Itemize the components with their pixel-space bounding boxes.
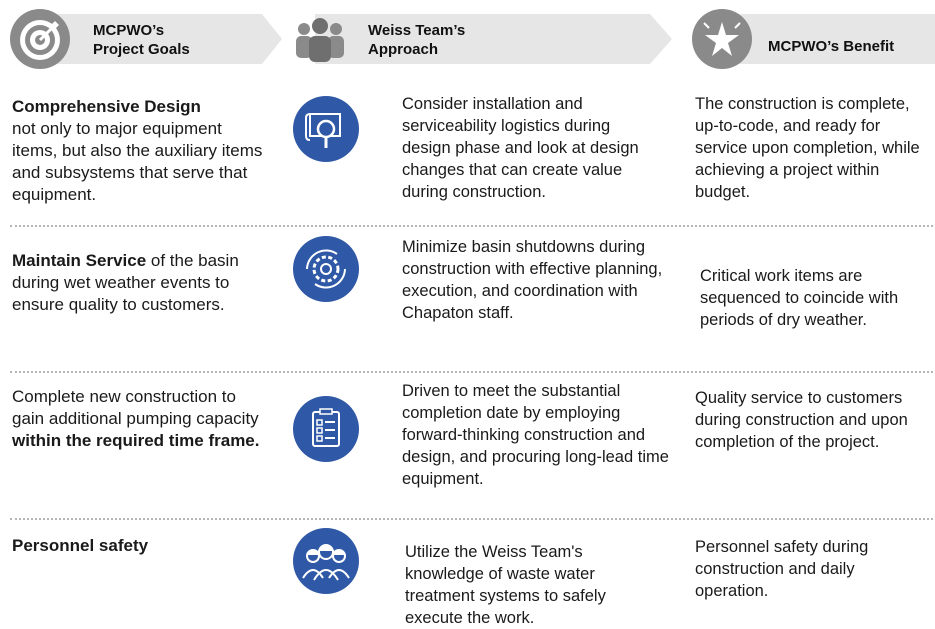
- approach-2: Minimize basin shutdowns during construc…: [402, 238, 663, 322]
- header-arrow-goals: [30, 14, 282, 64]
- goal-2: Maintain Service of the basin during wet…: [12, 250, 267, 316]
- goal-1-bold: Comprehensive Design: [12, 97, 201, 116]
- target-icon: [10, 9, 70, 69]
- header-arrow-approach: [315, 14, 672, 64]
- approach-3: Driven to meet the substantial completio…: [402, 382, 669, 488]
- benefit-4: Personnel safety during construction and…: [695, 538, 869, 600]
- goal-2-bold: Maintain Service: [12, 251, 147, 270]
- goal-4-bold: Personnel safety: [12, 536, 149, 555]
- header-title-approach: Weiss Team’s Approach: [368, 22, 466, 58]
- goal-1: Comprehensive Design not only to major e…: [12, 96, 267, 206]
- benefit-1: The construction is complete, up-to-code…: [695, 95, 920, 201]
- goal-3-bold: within the required time frame.: [12, 431, 260, 450]
- header-band: [30, 14, 935, 64]
- row-divider-1: [10, 225, 933, 227]
- gear-cycle-icon: [293, 236, 359, 302]
- star-icon: [692, 9, 752, 69]
- row-divider-2: [10, 371, 933, 373]
- checklist-icon: [293, 396, 359, 462]
- goal-3-text: Complete new construction to gain additi…: [12, 387, 259, 428]
- goal-4: Personnel safety: [12, 535, 267, 557]
- workers-icon: [293, 528, 359, 594]
- benefit-2: Critical work items are sequenced to coi…: [700, 267, 899, 329]
- goal-1-text: not only to major equipment items, but a…: [12, 119, 263, 204]
- header-title-goals: MCPWO’s Project Goals: [93, 22, 190, 58]
- header-band-benefit: [725, 14, 935, 64]
- header-title-benefit: MCPWO’s Benefit: [768, 38, 895, 55]
- goal-2-text: of the basin during wet weather events t…: [12, 251, 239, 314]
- approach-1: Consider installation and serviceability…: [402, 95, 639, 201]
- row-divider-3: [10, 518, 933, 520]
- blueprint-search-icon: [293, 96, 359, 162]
- team-icon: [290, 9, 350, 69]
- goal-3: Complete new construction to gain additi…: [12, 386, 267, 452]
- approach-4: Utilize the Weiss Team's knowledge of wa…: [405, 543, 606, 627]
- benefit-3: Quality service to customers during cons…: [695, 389, 908, 451]
